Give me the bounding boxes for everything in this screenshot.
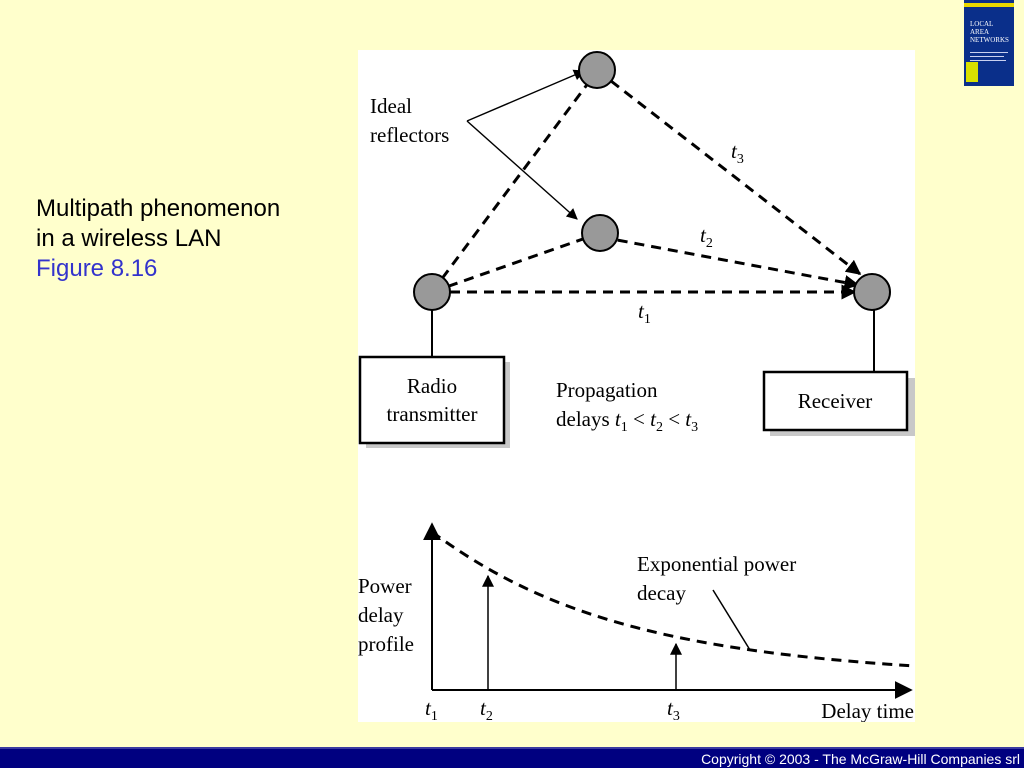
- multipath-figure: Radio transmitter Receiver Ideal reflect…: [358, 50, 915, 722]
- book-cover-rule: [970, 52, 1008, 53]
- transmitter-antenna-node: [413, 273, 451, 311]
- book-cover-rule: [970, 60, 1006, 61]
- book-cover-stripe: [964, 3, 1014, 7]
- decay-label-pointer: [712, 589, 751, 651]
- exponential-decay-curve: [431, 530, 915, 668]
- exponential-decay-line2: decay: [637, 581, 686, 605]
- t3-path-label: t3: [731, 139, 744, 167]
- path-top-reflector-to-receiver: [610, 79, 862, 276]
- exponential-decay-line1: Exponential power: [637, 552, 796, 576]
- top-reflector-node: [578, 51, 616, 89]
- power-delay-profile-line1: Power: [358, 574, 412, 598]
- radio-transmitter-label-line2: transmitter: [387, 402, 478, 426]
- middle-reflector-node: [581, 214, 619, 252]
- slide-title-line2: in a wireless LAN: [36, 225, 222, 252]
- power-delay-profile-line3: profile: [358, 632, 414, 656]
- reflector-pointer-middle: [466, 120, 578, 220]
- propagation-delays-inequality: delays t1 < t2 < t3: [556, 407, 698, 435]
- radio-transmitter-label-line1: Radio: [407, 374, 457, 398]
- axis-label-t1: t1: [425, 696, 438, 722]
- propagation-label: Propagation: [556, 378, 658, 402]
- radio-transmitter-box: Radio transmitter: [358, 355, 510, 448]
- book-cover-title-line3: NETWORKS: [970, 36, 1009, 44]
- figure-label: Figure 8.16: [36, 255, 158, 282]
- axis-label-t2: t2: [480, 696, 493, 722]
- book-cover-thumbnail: LOCAL AREA NETWORKS: [964, 0, 1014, 86]
- footer-bar: Copyright © 2003 - The McGraw-Hill Compa…: [0, 747, 1024, 768]
- power-delay-profile-line2: delay: [358, 603, 404, 627]
- book-cover-title: LOCAL AREA NETWORKS: [970, 20, 1012, 44]
- copyright-text: Copyright © 2003 - The McGraw-Hill Compa…: [701, 751, 1020, 767]
- slide-title-line1: Multipath phenomenon: [36, 195, 281, 222]
- delay-time-axis-label: Delay time: [821, 699, 914, 722]
- reflector-pointer-top: [466, 69, 586, 122]
- receiver-box: Receiver: [762, 370, 915, 436]
- receiver-antenna-node: [853, 273, 891, 311]
- book-cover-title-line1: LOCAL: [970, 20, 994, 28]
- book-cover-rule: [970, 56, 1004, 57]
- slide-title: Multipath phenomenon in a wireless LAN F…: [36, 194, 280, 284]
- receiver-label: Receiver: [798, 389, 873, 413]
- axis-label-t3: t3: [667, 696, 680, 722]
- t2-path-label: t2: [700, 223, 713, 251]
- path-middle-reflector-to-receiver: [600, 235, 860, 290]
- path-to-middle-reflector: [431, 231, 601, 294]
- book-cover-title-line2: AREA: [970, 28, 990, 36]
- multipath-diagram: Radio transmitter Receiver Ideal reflect…: [358, 51, 915, 722]
- ideal-reflectors-line1: Ideal: [370, 94, 412, 118]
- book-cover-emblem: [966, 62, 978, 82]
- t1-path-label: t1: [638, 299, 651, 327]
- ideal-reflectors-line2: reflectors: [370, 123, 449, 147]
- path-to-top-reflector: [430, 69, 600, 293]
